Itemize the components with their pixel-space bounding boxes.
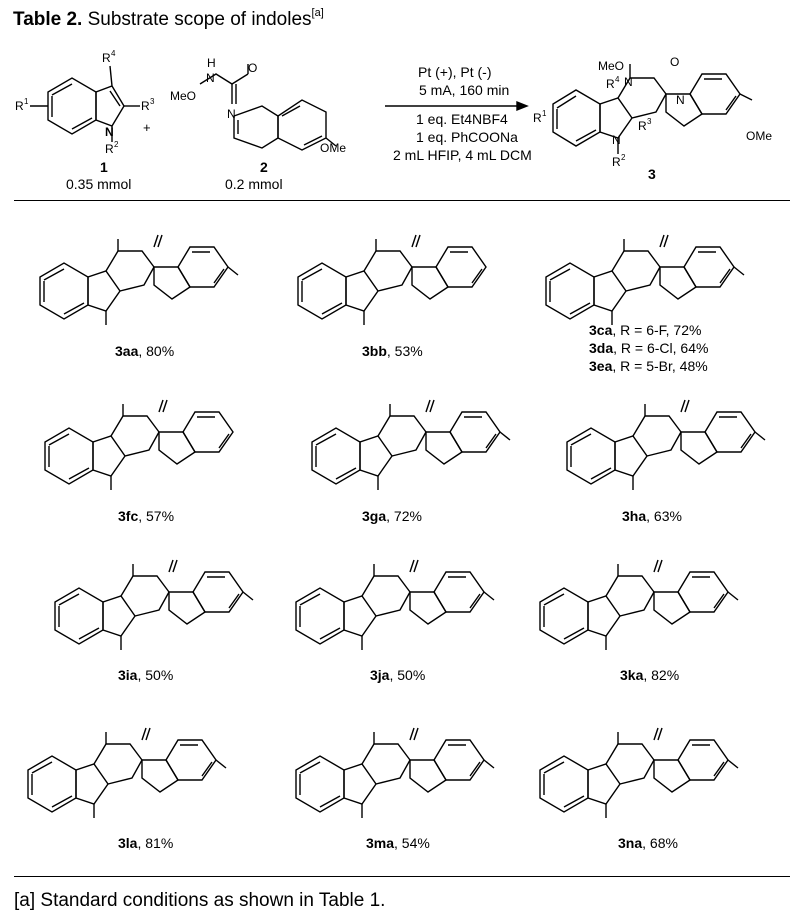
svg-text:N: N	[624, 75, 633, 89]
svg-text:4: 4	[111, 49, 116, 58]
product-label-3fc: 3fc, 57%	[118, 508, 175, 524]
product-3-structure	[552, 64, 753, 154]
svg-text:N: N	[227, 107, 236, 121]
condition-electrodes: Pt (+), Pt (-)	[418, 64, 492, 80]
compound-3-label: 3	[648, 166, 656, 182]
svg-text:R: R	[105, 142, 114, 156]
product-scaffold	[54, 559, 254, 650]
condition-solvent: 2 mL HFIP, 4 mL DCM	[393, 147, 532, 163]
product-label-3ja: 3ja, 50%	[370, 667, 426, 683]
product-label-3ha: 3ha, 63%	[622, 508, 682, 524]
product-scaffold	[539, 559, 739, 650]
product-scaffold	[27, 727, 227, 818]
svg-text:R: R	[533, 111, 542, 125]
indole-1-structure	[47, 65, 140, 142]
svg-text:3: 3	[647, 117, 652, 126]
compound-2-amount: 0.2 mmol	[225, 176, 283, 192]
product-label-3ca: 3ca, R = 6-F, 72%	[589, 322, 702, 338]
svg-text:OMe: OMe	[320, 141, 346, 155]
svg-text:2: 2	[114, 140, 119, 149]
product-label-3ma: 3ma, 54%	[366, 835, 430, 851]
svg-text:H: H	[207, 56, 216, 70]
svg-text:O: O	[670, 55, 679, 69]
product-label-3bb: 3bb, 53%	[362, 343, 423, 359]
svg-text:OMe: OMe	[746, 129, 772, 143]
indole-2-structure	[199, 64, 337, 151]
svg-text:R: R	[15, 99, 24, 113]
divider-bottom	[14, 876, 790, 877]
product-label-3ka: 3ka, 82%	[620, 667, 680, 683]
svg-text:+: +	[143, 120, 151, 135]
svg-text:N: N	[676, 93, 685, 107]
product-scaffold	[295, 727, 495, 818]
svg-text:R: R	[638, 119, 647, 133]
product-label-3da: 3da, R = 6-Cl, 64%	[589, 340, 709, 356]
svg-text:R: R	[612, 155, 621, 169]
product-scaffold	[545, 234, 745, 325]
product-scaffold	[311, 399, 511, 490]
svg-text:2: 2	[621, 153, 626, 162]
product-label-3ea: 3ea, R = 5-Br, 48%	[589, 358, 708, 374]
product-scaffold	[295, 559, 495, 650]
product-label-3na: 3na, 68%	[618, 835, 678, 851]
svg-text:N: N	[612, 133, 621, 147]
product-label-3ia: 3ia, 50%	[118, 667, 174, 683]
condition-base: 1 eq. PhCOONa	[416, 129, 518, 145]
product-scaffold	[566, 399, 766, 490]
svg-text:4: 4	[615, 75, 620, 84]
svg-text:R: R	[606, 77, 615, 91]
product-label-3ga: 3ga, 72%	[362, 508, 422, 524]
svg-text:1: 1	[24, 97, 29, 106]
product-label-3aa: 3aa, 80%	[115, 343, 175, 359]
product-scaffold	[297, 234, 487, 325]
svg-text:N: N	[105, 125, 114, 139]
compound-1-label: 1	[100, 159, 108, 175]
product-scaffold	[44, 399, 234, 490]
footnote: [a] Standard conditions as shown in Tabl…	[14, 890, 386, 911]
condition-current: 5 mA, 160 min	[419, 82, 510, 98]
table-title: Table 2. Substrate scope of indoles[a]	[13, 7, 324, 30]
svg-text:N: N	[206, 71, 215, 85]
product-scaffold	[539, 727, 739, 818]
svg-text:O: O	[248, 61, 257, 75]
svg-text:1: 1	[542, 109, 547, 118]
svg-text:R: R	[102, 51, 111, 65]
compound-1-amount: 0.35 mmol	[66, 176, 132, 192]
product-scaffold	[39, 234, 239, 325]
svg-text:MeO: MeO	[170, 89, 196, 103]
product-label-3la: 3la, 81%	[118, 835, 174, 851]
divider-top	[14, 200, 790, 201]
compound-2-label: 2	[260, 159, 268, 175]
svg-text:3: 3	[150, 97, 155, 106]
condition-electrolyte: 1 eq. Et4NBF4	[416, 111, 508, 127]
svg-text:MeO: MeO	[598, 59, 624, 73]
svg-text:R: R	[141, 99, 150, 113]
